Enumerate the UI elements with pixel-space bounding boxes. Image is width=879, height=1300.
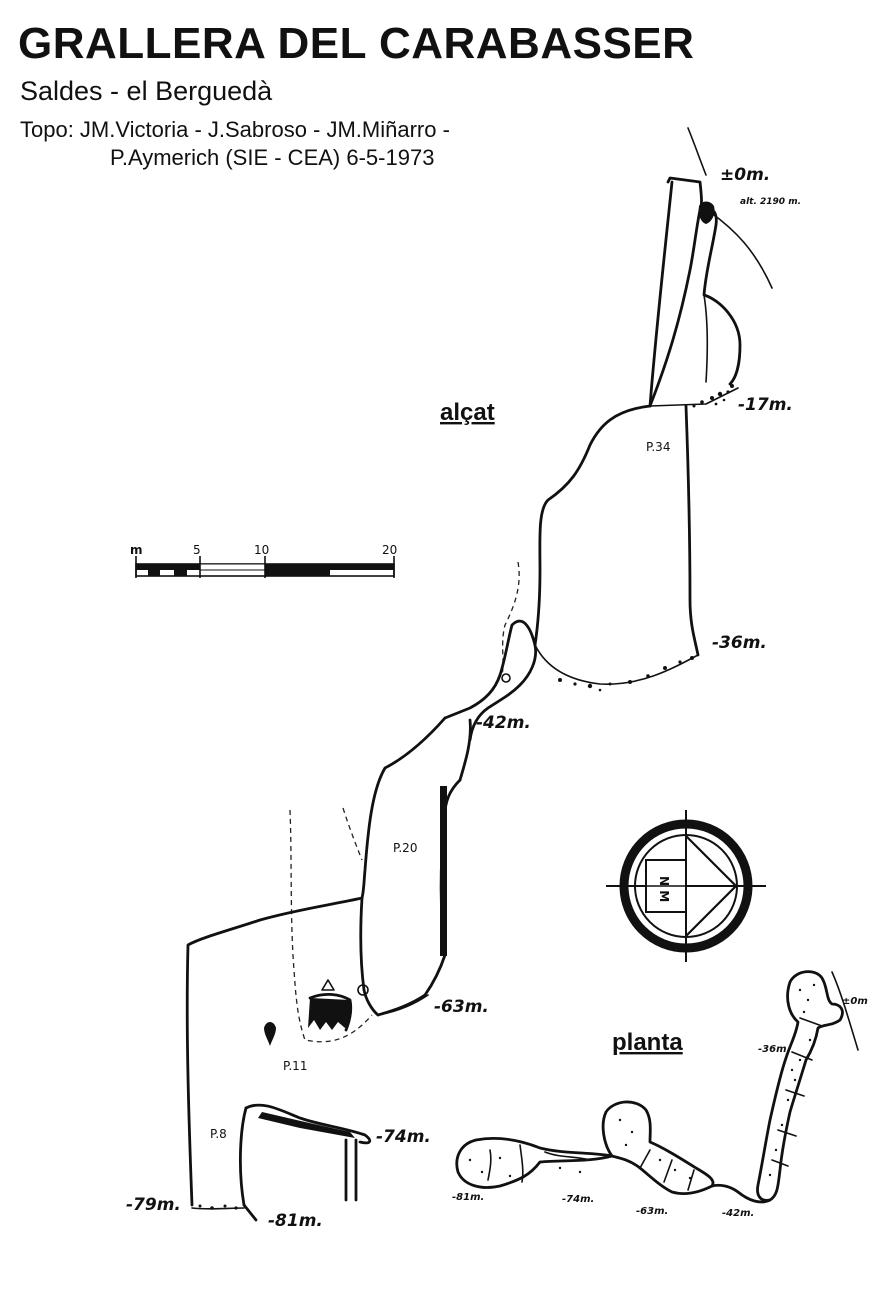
- altitude-label: alt. 2190 m.: [740, 197, 801, 207]
- projection-dashed-lower: [289, 807, 373, 1043]
- flowstone-42: [458, 718, 472, 782]
- survey-credits: Topo: JM.Victoria - J.Sabroso - JM.Miñar…: [20, 116, 818, 172]
- scale-bar: m 5 10 20: [130, 543, 397, 578]
- depth-36: -36m.: [712, 633, 767, 653]
- credits-line-2: P.Aymerich (SIE - CEA) 6-5-1973: [110, 145, 435, 170]
- pitch-p8: P.8: [210, 1127, 227, 1141]
- plan-section-label: planta: [612, 1029, 683, 1056]
- plan-passage-42: [710, 1183, 772, 1204]
- p11-small-triangle: [321, 979, 335, 991]
- p8-ledge: [244, 1103, 372, 1145]
- plan-passage-74-dots: [468, 1156, 582, 1178]
- small-block: [501, 673, 511, 683]
- p34-floor: [534, 644, 699, 685]
- p20-left-wall: [360, 716, 447, 900]
- p11-stalagmite: [264, 1022, 276, 1046]
- lower-chamber-wall: [359, 896, 427, 1017]
- p8-left-wall: [238, 1106, 248, 1207]
- rubble-79: [198, 1204, 238, 1210]
- plan-depth-74: -74m.: [562, 1194, 594, 1205]
- rubble-36: [558, 656, 694, 692]
- plan-depth-63: -63m.: [636, 1206, 668, 1217]
- elevation-section: alçat ±0m. alt. 2190 m. -17m. -36m. -42m…: [126, 127, 801, 1231]
- depth-81: -81m.: [268, 1211, 323, 1231]
- entrance-chimney: [703, 294, 709, 383]
- floor-79: [191, 1207, 245, 1210]
- plan-surface-line: [831, 971, 859, 1051]
- plan-entrance-dots: [768, 983, 816, 1177]
- depth-entrance: ±0m.: [720, 165, 770, 185]
- meander-lower: [468, 643, 538, 742]
- pitch-p34: P.34: [646, 440, 670, 454]
- page-title: GRALLERA DEL CARABASSER: [18, 19, 695, 68]
- plan-depth-0: ±0m: [842, 996, 868, 1007]
- surface-line: [687, 127, 773, 289]
- depth-79: -79m.: [126, 1195, 181, 1215]
- p11-formation-curtain: [308, 998, 350, 1030]
- scale-unit: m: [130, 543, 143, 557]
- plan-room-63: [601, 1100, 715, 1195]
- header: GRALLERA DEL CARABASSER Saldes - el Berg…: [18, 20, 818, 172]
- entrance-shaft-left-wall: [648, 176, 703, 408]
- p34-left-wall: [533, 404, 652, 647]
- scale-tick-20: 20: [382, 543, 397, 557]
- p34-right-wall: [684, 404, 700, 657]
- entrance-blockage: [698, 201, 715, 224]
- credits-line-1: Topo: JM.Victoria - J.Sabroso - JM.Miñar…: [20, 117, 450, 142]
- plan-depth-42: -42m.: [722, 1208, 754, 1219]
- rubble-17: [692, 384, 734, 408]
- plan-depth-81: -81m.: [452, 1192, 484, 1203]
- lower-chamber-roof: [185, 896, 364, 1207]
- p20-flowstone: [440, 786, 447, 956]
- plan-section: planta: [452, 970, 868, 1219]
- elevation-section-label: alçat: [440, 399, 495, 426]
- plan-passage-74: [455, 1137, 614, 1189]
- pitch-p11: P.11: [283, 1059, 307, 1073]
- plan-room-63-dots: [618, 1118, 692, 1180]
- pitch-p20: P.20: [393, 841, 417, 855]
- north-arrow-icon: N M: [606, 810, 766, 962]
- location-subtitle: Saldes - el Berguedà: [20, 76, 273, 106]
- meander-upper: [443, 619, 537, 720]
- depth-42: -42m.: [476, 713, 531, 733]
- plan-entrance-room: [756, 970, 844, 1202]
- ledge-63: [377, 994, 429, 1016]
- depth-63: -63m.: [434, 997, 489, 1017]
- plan-passage-74-detail: [487, 1144, 591, 1183]
- scale-tick-10: 10: [254, 543, 269, 557]
- plan-room-63-dividers: [639, 1149, 695, 1191]
- depth-17: -17m.: [738, 395, 793, 415]
- depth-74: -74m.: [376, 1127, 431, 1147]
- plan-depth-36: -36m: [758, 1044, 787, 1055]
- floor-81: [242, 1203, 258, 1222]
- p8-right-shaft: [344, 1138, 358, 1202]
- p11-block: [357, 984, 369, 996]
- plan-entrance-dividers: [771, 1017, 823, 1167]
- p8-ledge-rubble: [258, 1112, 355, 1138]
- ledge-17: [649, 387, 739, 407]
- north-label: N M: [657, 876, 671, 902]
- scale-tick-5: 5: [193, 543, 201, 557]
